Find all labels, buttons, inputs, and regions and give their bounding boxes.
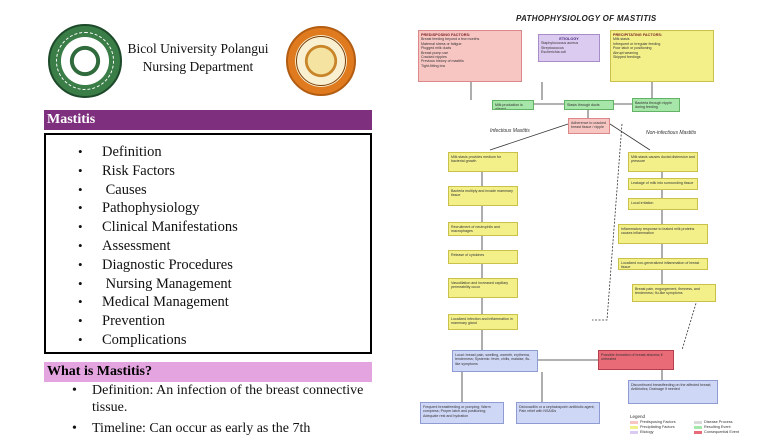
etiology-item: Streptococcus — [541, 45, 564, 50]
precipitating-item: Skipped feedings — [613, 55, 641, 60]
flowchart-connectors — [461, 82, 698, 402]
adherence-node: Adherence to cracked breast tissue / nip… — [568, 118, 610, 134]
etiology-item: Staphylococcus aureus — [541, 41, 579, 46]
abscess-management-node: Discontinued breastfeeding on the affect… — [628, 380, 718, 404]
topics-box: Definition Risk Factors Causes Pathophys… — [44, 133, 372, 354]
noninfectious-label: Non-infectious Mastitis — [646, 130, 697, 136]
predisposing-item: Breast pump use — [421, 50, 449, 55]
pathophysiology-flowchart: PATHOPHYSIOLOGY OF MASTITIS PREDISPOSING… — [392, 0, 784, 441]
predisposing-factors-box: PREDISPOSING FACTORS: Breast feeding bey… — [418, 30, 522, 82]
legend-item: Precipitating Factors — [630, 425, 675, 429]
etiology-item: Escherichia coli — [541, 50, 566, 55]
complication-node: Possible formation of breast abscess if … — [598, 350, 674, 370]
topics-list: Definition Risk Factors Causes Pathophys… — [78, 143, 238, 350]
timeline-item: Timeline: Can occur as early as the 7th — [72, 420, 372, 437]
noninfectious-step: Breast pain, engorgement, firmness, and … — [632, 284, 716, 302]
mastitis-section-title: Mastitis — [44, 110, 372, 130]
infectious-step: Bacteria multiply and invade mammary tis… — [448, 186, 518, 206]
topic-item: Risk Factors — [78, 162, 238, 181]
nipple-node: Bacteria through nipple during feeding — [632, 98, 680, 112]
legend-item: Resulting Event — [694, 425, 731, 429]
predisposing-item: Cracked nipples — [421, 55, 447, 60]
precipitating-title: PRECIPITATING FACTORS: — [613, 33, 663, 37]
etiology-title: ETIOLOGY — [559, 37, 579, 41]
legend-item: Etiology — [630, 430, 654, 434]
precipitating-item: Abrupt weaning — [613, 50, 638, 55]
milk-production-node: Milk production is altered — [492, 100, 534, 110]
predisposing-item: Maternal stress or fatigue — [421, 41, 462, 46]
predisposing-item: Breast feeding beyond a few months — [421, 37, 480, 42]
predisposing-title: PREDISPOSING FACTORS: — [421, 33, 471, 37]
legend-item: Predisposing Factors — [630, 420, 676, 424]
infectious-step: Recruitment of neutrophils and macrophag… — [448, 222, 518, 236]
flowchart-title: PATHOPHYSIOLOGY OF MASTITIS — [516, 14, 657, 23]
definition-list: Definition: An infection of the breast c… — [72, 382, 372, 441]
legend-item: Disease Process — [694, 420, 733, 424]
precipitating-item: Milk stasis — [613, 37, 630, 42]
what-is-mastitis-title: What is Mastitis? — [44, 362, 372, 382]
noninfectious-step: Milk stasis causes ductal distension and… — [628, 152, 698, 172]
topic-item: Complications — [78, 331, 238, 350]
precipitating-factors-box: PRECIPITATING FACTORS: Milk stasis Infre… — [610, 30, 714, 82]
topic-item: Pathophysiology — [78, 199, 238, 218]
topic-item: Definition — [78, 143, 238, 162]
legend-title: Legend — [630, 414, 646, 419]
infectious-step: Milk stasis provides medium for bacteria… — [448, 152, 518, 172]
legend-item: Consequential Event — [694, 430, 739, 434]
noninfectious-step: Local irritation — [628, 198, 698, 210]
institution-line-1: Bicol University Polangui — [127, 41, 269, 56]
infectious-step: Release of cytokines — [448, 250, 518, 264]
topic-item: Assessment — [78, 237, 238, 256]
topic-item: Diagnostic Procedures — [78, 256, 238, 275]
topic-item: Nursing Management — [78, 275, 238, 294]
predisposing-item: Previous history of mastitis — [421, 59, 464, 64]
precipitating-item: Poor latch or positioning — [613, 46, 652, 51]
topic-item: Causes — [78, 181, 238, 200]
manifestations-node: Local: breast pain, swelling, warmth, er… — [452, 350, 538, 372]
institution-name: Bicol University Polangui Nursing Depart… — [118, 40, 278, 76]
flowchart-legend: Legend Predisposing Factors Precipitatin… — [630, 414, 756, 440]
topic-item: Prevention — [78, 312, 238, 331]
etiology-box: ETIOLOGY Staphylococcus aureus Streptoco… — [538, 34, 600, 62]
infectious-step: Vasodilation and increased capillary per… — [448, 278, 518, 298]
precipitating-item: Infrequent or irregular feeding — [613, 41, 661, 46]
definition-item: Definition: An infection of the breast c… — [72, 382, 372, 416]
noninfectious-step: Localized non-generalized inflammation o… — [618, 258, 708, 270]
infectious-label: Infectious Mastitis — [490, 128, 530, 134]
noninfectious-step: Inflammatory response to leaked milk pro… — [618, 224, 708, 244]
topic-item: Clinical Manifestations — [78, 218, 238, 237]
predisposing-item: Tight-fitting bra — [421, 63, 445, 68]
topic-item: Medical Management — [78, 293, 238, 312]
antibiotic-treatment-node: Dicloxacillin or a cephalosporin antibio… — [516, 402, 600, 424]
infectious-step: Localized infection and inflammation in … — [448, 314, 518, 330]
university-seal-logo — [48, 24, 122, 98]
predisposing-item: Plugged milk ducts — [421, 46, 452, 51]
noninfectious-step: Leakage of milk into surrounding tissue — [628, 178, 698, 190]
institution-line-2: Nursing Department — [142, 59, 254, 74]
stasis-node: Stasis through ducts — [564, 100, 614, 110]
supportive-treatment-node: Frequent breastfeeding or pumping; Warm … — [420, 402, 504, 424]
campus-seal-logo — [286, 26, 356, 96]
